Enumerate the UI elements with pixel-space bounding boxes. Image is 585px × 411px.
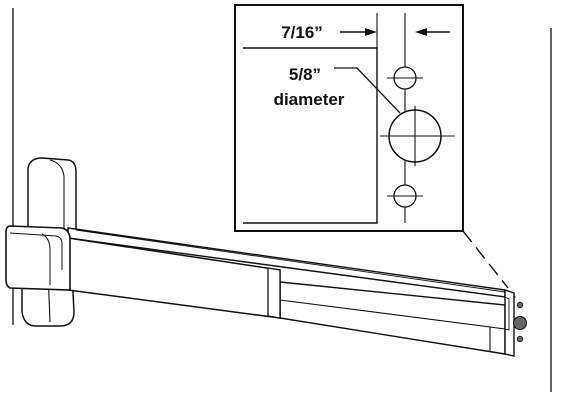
push-pad-end [267, 267, 281, 319]
hole-size-leader [356, 67, 401, 114]
mounting-hole-lower [387, 184, 423, 208]
mounting-hole-icon [513, 296, 527, 343]
end-cap-upper [27, 157, 77, 231]
offset-dimension-label: 7/16” [281, 23, 323, 42]
detail-callout-line [462, 230, 509, 289]
offset-dimension: 7/16” [281, 23, 450, 42]
template-sheet-edge [243, 47, 378, 224]
hole-size-caption: diameter [274, 90, 345, 109]
mounting-hole-center [380, 106, 455, 166]
mechanism-housing [5, 225, 71, 291]
exit-device-push-bar-icon [5, 157, 515, 357]
mounting-hole-upper [387, 66, 423, 90]
strike-dot-upper [516, 301, 524, 309]
strike-dot-lower [516, 335, 524, 343]
template-inset: 7/16” 5/8” diameter [234, 4, 464, 232]
rail-end-face [504, 289, 515, 357]
hole-size-label: 5/8” [289, 65, 321, 84]
strike-bolt-center [513, 316, 527, 330]
